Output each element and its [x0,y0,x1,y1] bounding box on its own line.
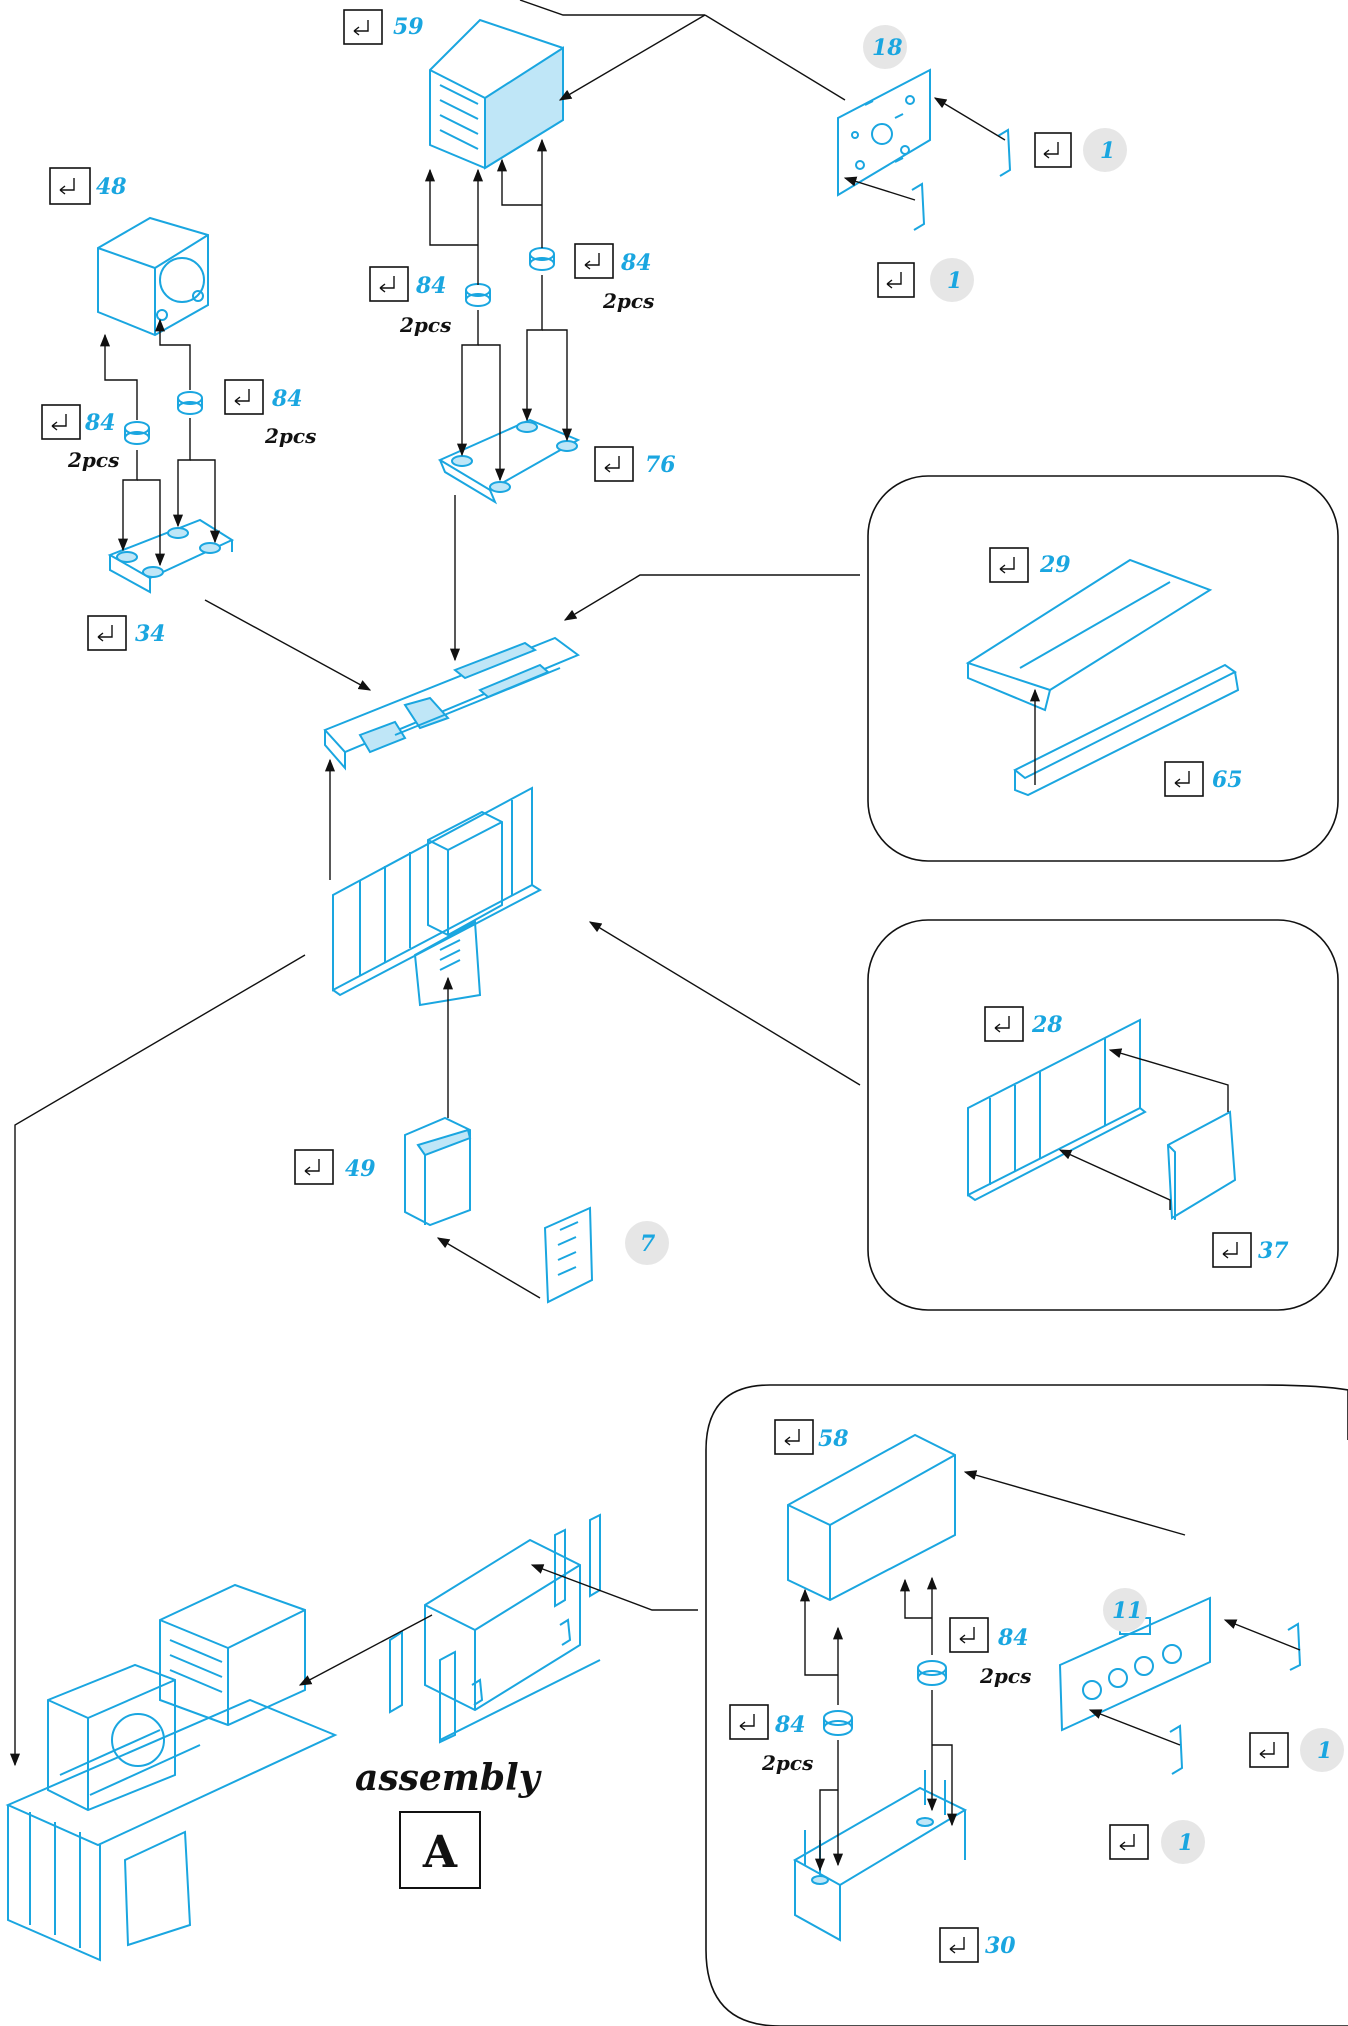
label-30: 30 [985,1933,1016,1959]
label-49: 49 [345,1156,376,1182]
assembly-letter-box [399,1811,481,1889]
part-59-cabinet [429,18,564,170]
label-84-d: 84 [271,386,303,412]
part-58-cabinet [787,1433,956,1602]
label-58: 58 [818,1426,849,1452]
label-48: 48 [96,174,127,200]
qty-84-b: 2pcs [602,289,654,313]
part-1-handle-bottom [911,182,926,231]
part-1-handle-top [997,128,1012,177]
label-29: 29 [1039,552,1071,578]
assembly-title: assembly [355,1757,542,1799]
main-top-plate [323,636,581,771]
assembly-letter: A [422,1827,458,1878]
label-84-a: 84 [415,273,447,299]
label-1-second: 1 [947,268,962,294]
part-84-feet-group-1 [124,247,555,445]
label-65: 65 [1212,767,1243,793]
part-34-bracket [107,518,235,594]
part-1-handle-c [1287,1622,1302,1671]
badges [625,25,1344,1864]
leader-lines [9,0,1301,1872]
label-84-b: 84 [620,250,652,276]
inset-panel-29-65 [867,475,1339,862]
qty-84-f: 2pcs [761,1751,813,1775]
part-49-box [404,1116,472,1227]
label-84-c: 84 [84,410,116,436]
inset-panel-58-30 [705,1384,1348,2026]
label-11: 11 [1112,1598,1143,1624]
part-30-frame [792,1770,968,1942]
label-1-d: 1 [1178,1830,1193,1856]
part-48-cabinet [97,216,209,337]
qty-84-c: 2pcs [67,448,119,472]
label-1-top: 1 [1100,138,1115,164]
label-37: 37 [1258,1238,1289,1264]
part-84-feet-group-2 [823,1660,947,1736]
label-34: 34 [135,621,166,647]
label-76: 76 [645,452,676,478]
qty-84-a: 2pcs [399,313,451,337]
frame-sub-assembly [389,1513,601,1744]
main-wall-assembly [332,786,543,1007]
label-84-e: 84 [997,1625,1029,1651]
label-28: 28 [1031,1012,1063,1038]
label-7: 7 [640,1231,656,1257]
label-1-c: 1 [1317,1738,1332,1764]
part-65-rail [1013,663,1240,797]
tick-boxes [41,9,1289,1963]
qty-84-e: 2pcs [979,1664,1031,1688]
part-37-cover [1166,1110,1237,1220]
part-29-plate [965,558,1213,712]
final-assembly [5,1583,338,1962]
part-18-control-panel [837,68,931,197]
label-84-f: 84 [774,1712,806,1738]
label-59: 59 [393,14,424,40]
qty-84-d: 2pcs [264,424,316,448]
label-18: 18 [872,35,903,61]
part-7-panel [543,1206,594,1304]
part-76-base-plate [437,418,581,505]
part-1-handle-d [1169,1724,1184,1775]
